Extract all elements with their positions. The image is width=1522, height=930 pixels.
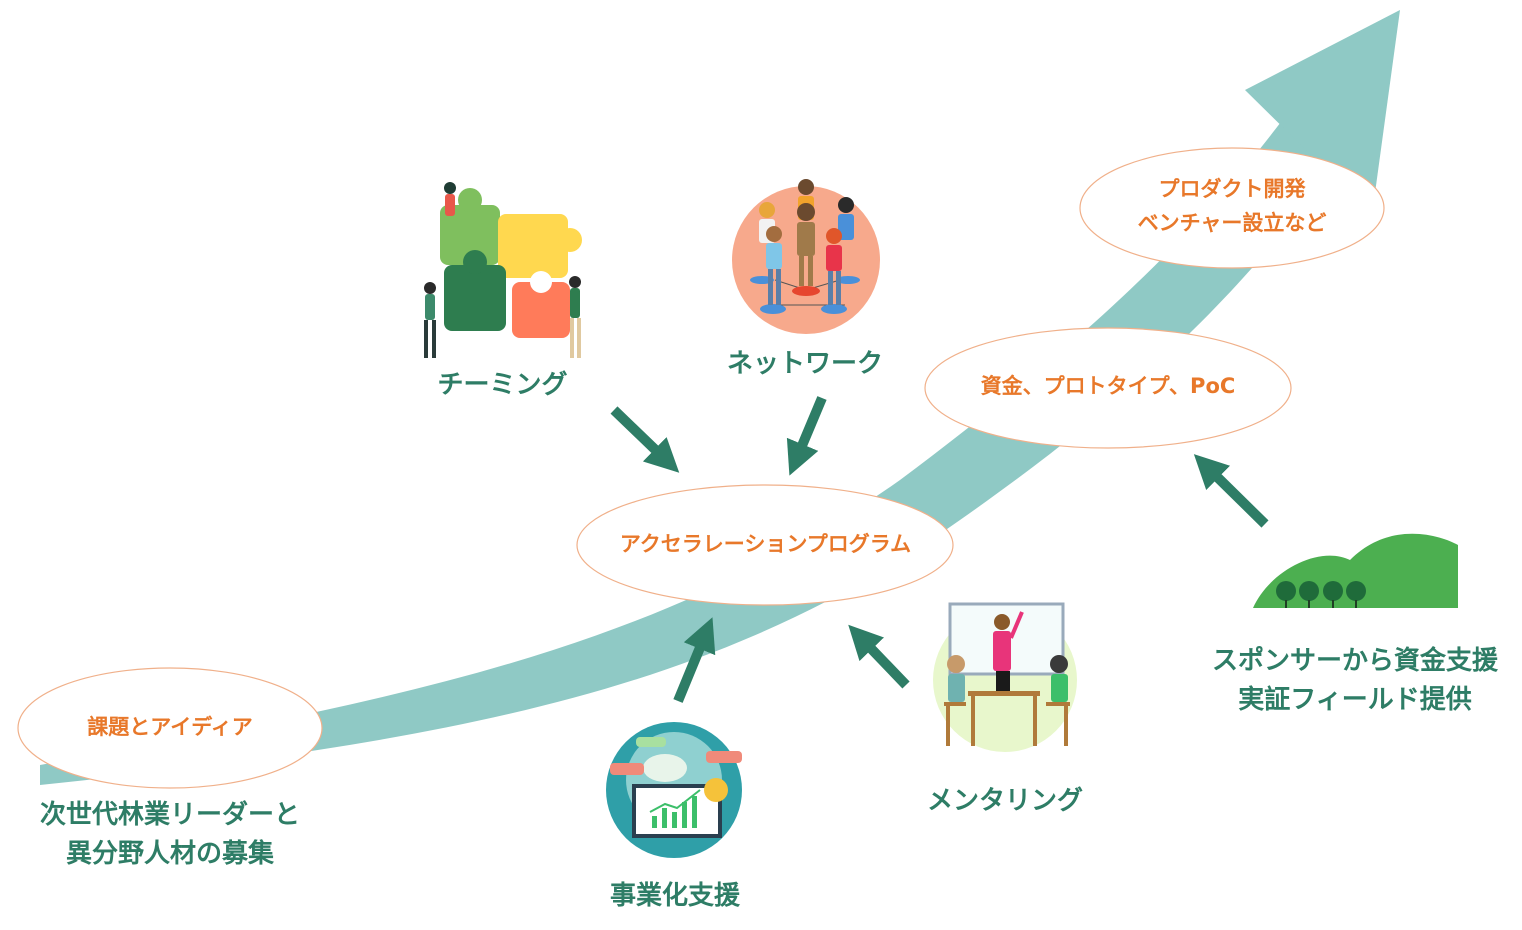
arrow-teaming: [610, 406, 680, 473]
growth-flow-arrowhead: [1245, 10, 1400, 215]
recruit-label: 次世代林業リーダーと 異分野人材の募集: [20, 796, 320, 874]
mentoring-label: メンタリング: [926, 786, 1083, 816]
stage-product-line1: プロダクト開発: [1158, 177, 1306, 201]
mentoring-illustration: [933, 602, 1077, 752]
sponsor-label-line1: スポンサーから資金支援: [1211, 646, 1498, 676]
stage-product-line2: ベンチャー設立など: [1137, 210, 1327, 235]
arrow-mentoring: [848, 624, 910, 689]
business-support-label: 事業化支援: [609, 881, 740, 911]
stage-funding-text: 資金、プロトタイプ、PoC: [980, 374, 1236, 398]
sponsor-label: スポンサーから資金支援 実証フィールド提供: [1175, 642, 1522, 720]
recruit-label-line1: 次世代林業リーダーと: [39, 800, 300, 830]
sponsor-forest-illustration: [1253, 533, 1458, 608]
stage-product-text: プロダクト開発 ベンチャー設立など: [1081, 173, 1383, 240]
network-illustration: [732, 179, 880, 334]
stage-program-ellipse: [576, 484, 954, 606]
stage-start-ellipse: [17, 667, 323, 789]
stage-product-ellipse: [1079, 147, 1385, 269]
stage-program-text: アクセラレーションプログラム: [619, 532, 912, 556]
teaming-label: チーミング: [437, 370, 568, 400]
stage-funding-ellipse: [924, 327, 1292, 449]
network-label: ネットワーク: [726, 349, 883, 379]
arrow-network: [786, 396, 827, 476]
arrow-sponsor: [1193, 454, 1269, 528]
teaming-illustration: [424, 182, 582, 358]
business-support-illustration: [606, 722, 742, 858]
arrow-business-support: [673, 617, 716, 703]
recruit-label-line2: 異分野人材の募集: [65, 839, 274, 869]
sponsor-label-line2: 実証フィールド提供: [1238, 685, 1472, 715]
stage-start-text: 課題とアイディア: [87, 715, 253, 739]
